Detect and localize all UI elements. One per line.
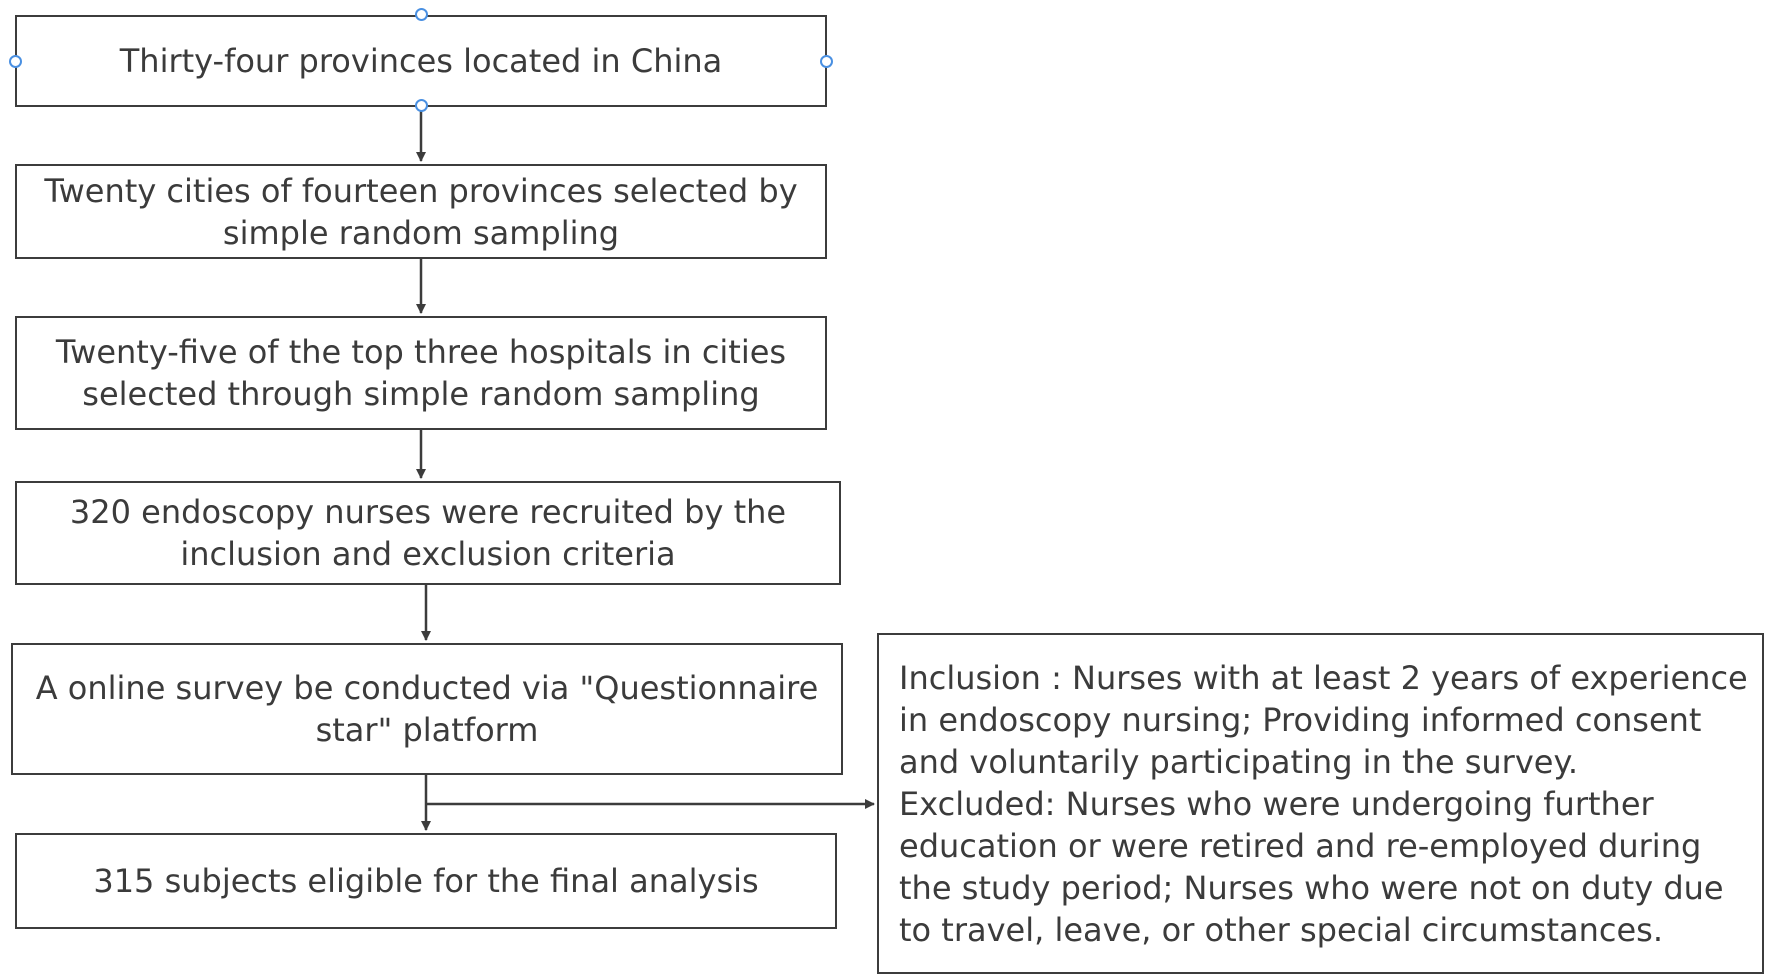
selection-handle-bottom[interactable] [415,99,428,112]
flow-step-text: 315 subjects eligible for the final anal… [93,862,759,900]
criteria-note-text: and voluntarily participating in the sur… [899,743,1578,781]
flow-step-cities[interactable]: Twenty cities of fourteen provinces sele… [15,164,827,259]
flow-step-text: Twenty cities of fourteen provinces sele… [44,171,798,210]
flow-step-text: selected through simple random sampling [82,375,760,413]
criteria-note-text: Excluded: Nurses who were undergoing fur… [899,785,1654,823]
selection-handle-top[interactable] [415,8,428,21]
flow-step-text: simple random sampling [222,213,620,252]
criteria-note-text: education or were retired and re-employe… [899,827,1702,865]
flow-step-final-analysis[interactable]: 315 subjects eligible for the final anal… [15,833,837,929]
criteria-note-box[interactable]: Inclusion : Nurses with at least 2 years… [877,633,1764,974]
flow-step-text: inclusion and exclusion criteria [180,535,676,573]
criteria-note-text: in endoscopy nursing; Providing informed… [899,701,1702,739]
selection-handle-right[interactable] [820,55,833,68]
flow-step-text: 320 endoscopy nurses were recruited by t… [69,493,787,531]
criteria-note-text: Inclusion : Nurses with at least 2 years… [899,659,1748,697]
flow-step-hospitals[interactable]: Twenty-five of the top three hospitals i… [15,316,827,430]
flow-step-text: Thirty-four provinces located in China [119,42,723,80]
flow-step-online-survey[interactable]: A online survey be conducted via "Questi… [11,643,843,775]
criteria-note-text: to travel, leave, or other special circu… [899,911,1663,949]
selection-handle-left[interactable] [9,55,22,68]
flow-step-text: Twenty-five of the top three hospitals i… [55,333,787,371]
flow-step-provinces[interactable]: Thirty-four provinces located in China [15,15,827,107]
flow-step-text: A online survey be conducted via "Questi… [35,669,819,707]
criteria-note-text: the study period; Nurses who were not on… [899,869,1724,907]
flow-step-nurses-recruited[interactable]: 320 endoscopy nurses were recruited by t… [15,481,841,585]
flow-step-text: star" platform [315,711,539,749]
